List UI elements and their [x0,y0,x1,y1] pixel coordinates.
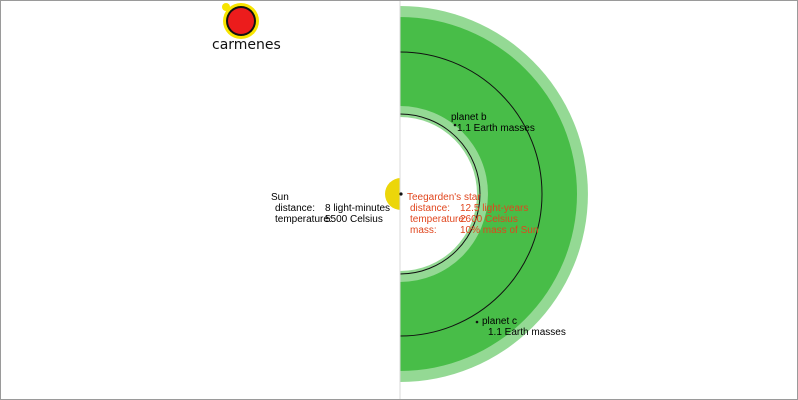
star-mass-key: mass: [410,225,437,236]
planet-b-orbit [399,113,481,275]
star-temperature-row: temperature: 2600 Celsius [407,214,538,225]
planet-c-label: planet c 1.1 Earth masses [482,316,566,338]
star-distance-value: 12.5 light-years [460,203,529,214]
sun-name: Sun [271,192,289,203]
logo-yellow-dot [222,3,230,11]
star-distance-row: distance: 12.5 light-years [407,203,538,214]
sun-temperature-value: 5500 Celsius [325,214,383,225]
carmenes-logo [222,3,259,39]
planet-c-mass: 1.1 Earth masses [488,327,566,338]
star-mass-row: mass: 10% mass of Sun [407,225,538,236]
sun-temperature-key: temperature: [275,214,332,225]
planet-b-mass: 1.1 Earth masses [457,123,535,134]
planet-c-name: planet c [482,316,518,327]
planet-b-dot [453,123,457,127]
planet-b-label: planet b 1.1 Earth masses [451,112,535,134]
sun-temperature-row: temperature: 5500 Celsius [271,214,390,225]
sun-distance-row: distance: 8 light-minutes [271,203,390,214]
star-label: Teegarden's star distance: 12.5 light-ye… [407,192,538,236]
logo-red-disc [228,8,254,34]
planet-c-dot [475,320,479,324]
planet-b-name: planet b [451,112,487,123]
sun-distance-value: 8 light-minutes [325,203,391,214]
star-temperature-value: 2600 Celsius [460,214,518,225]
star-distance-key: distance: [410,203,451,214]
inner-white-region [400,117,477,271]
sun-label: Sun distance: 8 light-minutes temperatur… [271,192,390,225]
sun-distance-key: distance: [275,203,316,214]
teegarden-star-dot [399,192,403,196]
planet-c-orbit [399,51,543,337]
logo-text: carmenes [212,37,281,53]
star-name: Teegarden's star [407,192,481,203]
star-mass-value: 10% mass of Sun [460,225,539,236]
habitable-zone-inner [400,17,577,371]
star-temperature-key: temperature: [410,214,467,225]
